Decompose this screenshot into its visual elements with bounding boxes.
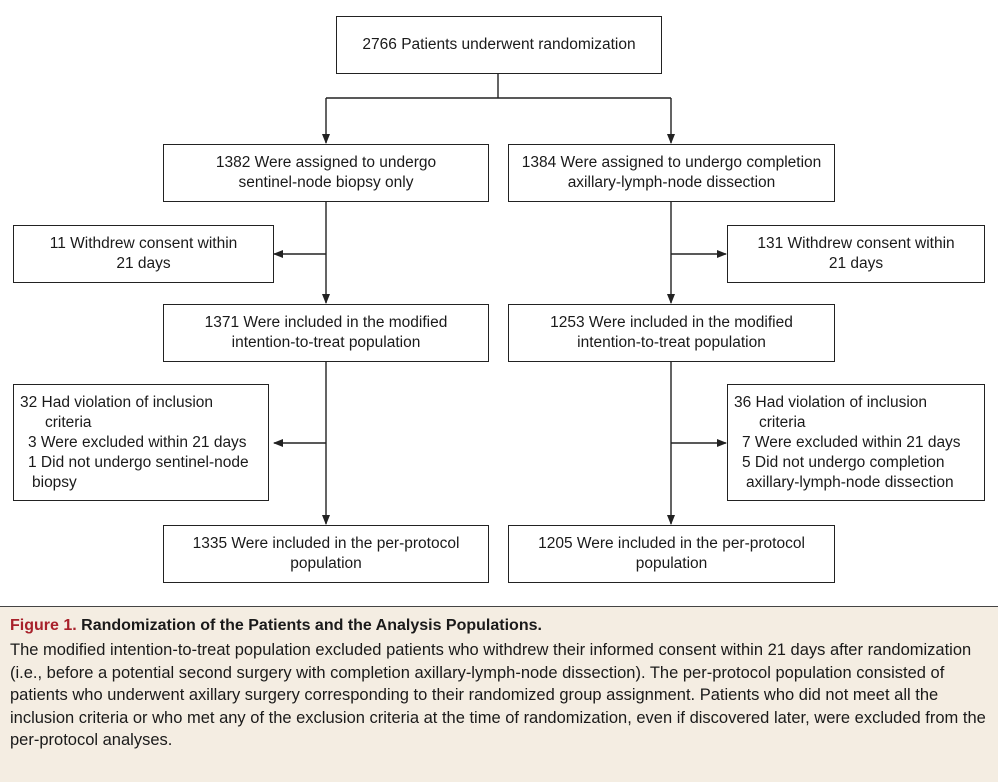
box-text: sentinel-node biopsy only [238,174,414,191]
box-text: 21 days [828,255,884,272]
box-text: 3 Were excluded within 21 days [28,434,247,451]
figure-title: Randomization of the Patients and the An… [81,617,542,634]
box-text: population [290,555,362,572]
figure-caption: Figure 1. Randomization of the Patients … [0,606,998,782]
caption-body: The modified intention-to-treat populati… [10,641,986,749]
box-text: 1205 Were included in the per-protocol [538,535,805,552]
box-text: 36 Had violation of inclusion [734,394,928,411]
box-text: 131 Withdrew consent within [757,235,955,252]
withdrew-right-box: 131 Withdrew consent within 21 days [727,225,985,283]
box-text: 11 Withdrew consent within [49,235,238,252]
box-text: 1382 Were assigned to undergo [215,154,437,171]
box-text: 1371 Were included in the modified [204,314,448,331]
box-text: 1335 Were included in the per-protocol [192,535,460,552]
pp-left-box: 1335 Were included in the per-protocol p… [163,525,489,583]
pp-right-box: 1205 Were included in the per-protocol p… [508,525,835,583]
box-text: axillary-lymph-node dissection [567,174,776,191]
randomization-box: 2766 Patients underwent randomization [336,16,662,74]
box-text: 5 Did not undergo completion [742,454,945,471]
box-text: population [635,555,708,572]
box-text: 1 Did not undergo sentinel-node [28,454,249,471]
mitt-right-box: 1253 Were included in the modified inten… [508,304,835,362]
excluded-right-box: 36 Had violation of inclusion criteria 7… [727,384,985,501]
box-text: 1253 Were included in the modified [550,314,793,331]
assigned-sentinel-box: 1382 Were assigned to undergo sentinel-n… [163,144,489,202]
box-text: 1384 Were assigned to undergo completion [521,154,822,171]
box-text: axillary-lymph-node dissection [746,474,954,491]
withdrew-left-box: 11 Withdrew consent within 21 days [13,225,274,283]
box-text: 2766 Patients underwent randomization [362,36,636,53]
mitt-left-box: 1371 Were included in the modified inten… [163,304,489,362]
box-text: 21 days [116,255,171,272]
box-text: intention-to-treat population [231,334,421,351]
excluded-left-box: 32 Had violation of inclusion criteria 3… [13,384,269,501]
box-text: 7 Were excluded within 21 days [742,434,961,451]
caption-title-line: Figure 1. Randomization of the Patients … [10,617,988,635]
flowchart: 2766 Patients underwent randomization 13… [13,16,985,583]
box-text: biopsy [32,474,77,491]
box-text: criteria [45,414,92,431]
assigned-dissection-box: 1384 Were assigned to undergo completion… [508,144,835,202]
box-text: 32 Had violation of inclusion [20,394,214,411]
box-text: criteria [759,414,806,431]
flowchart-connectors [273,74,727,525]
box-text: intention-to-treat population [577,334,766,351]
figure-label: Figure 1. [10,617,77,634]
